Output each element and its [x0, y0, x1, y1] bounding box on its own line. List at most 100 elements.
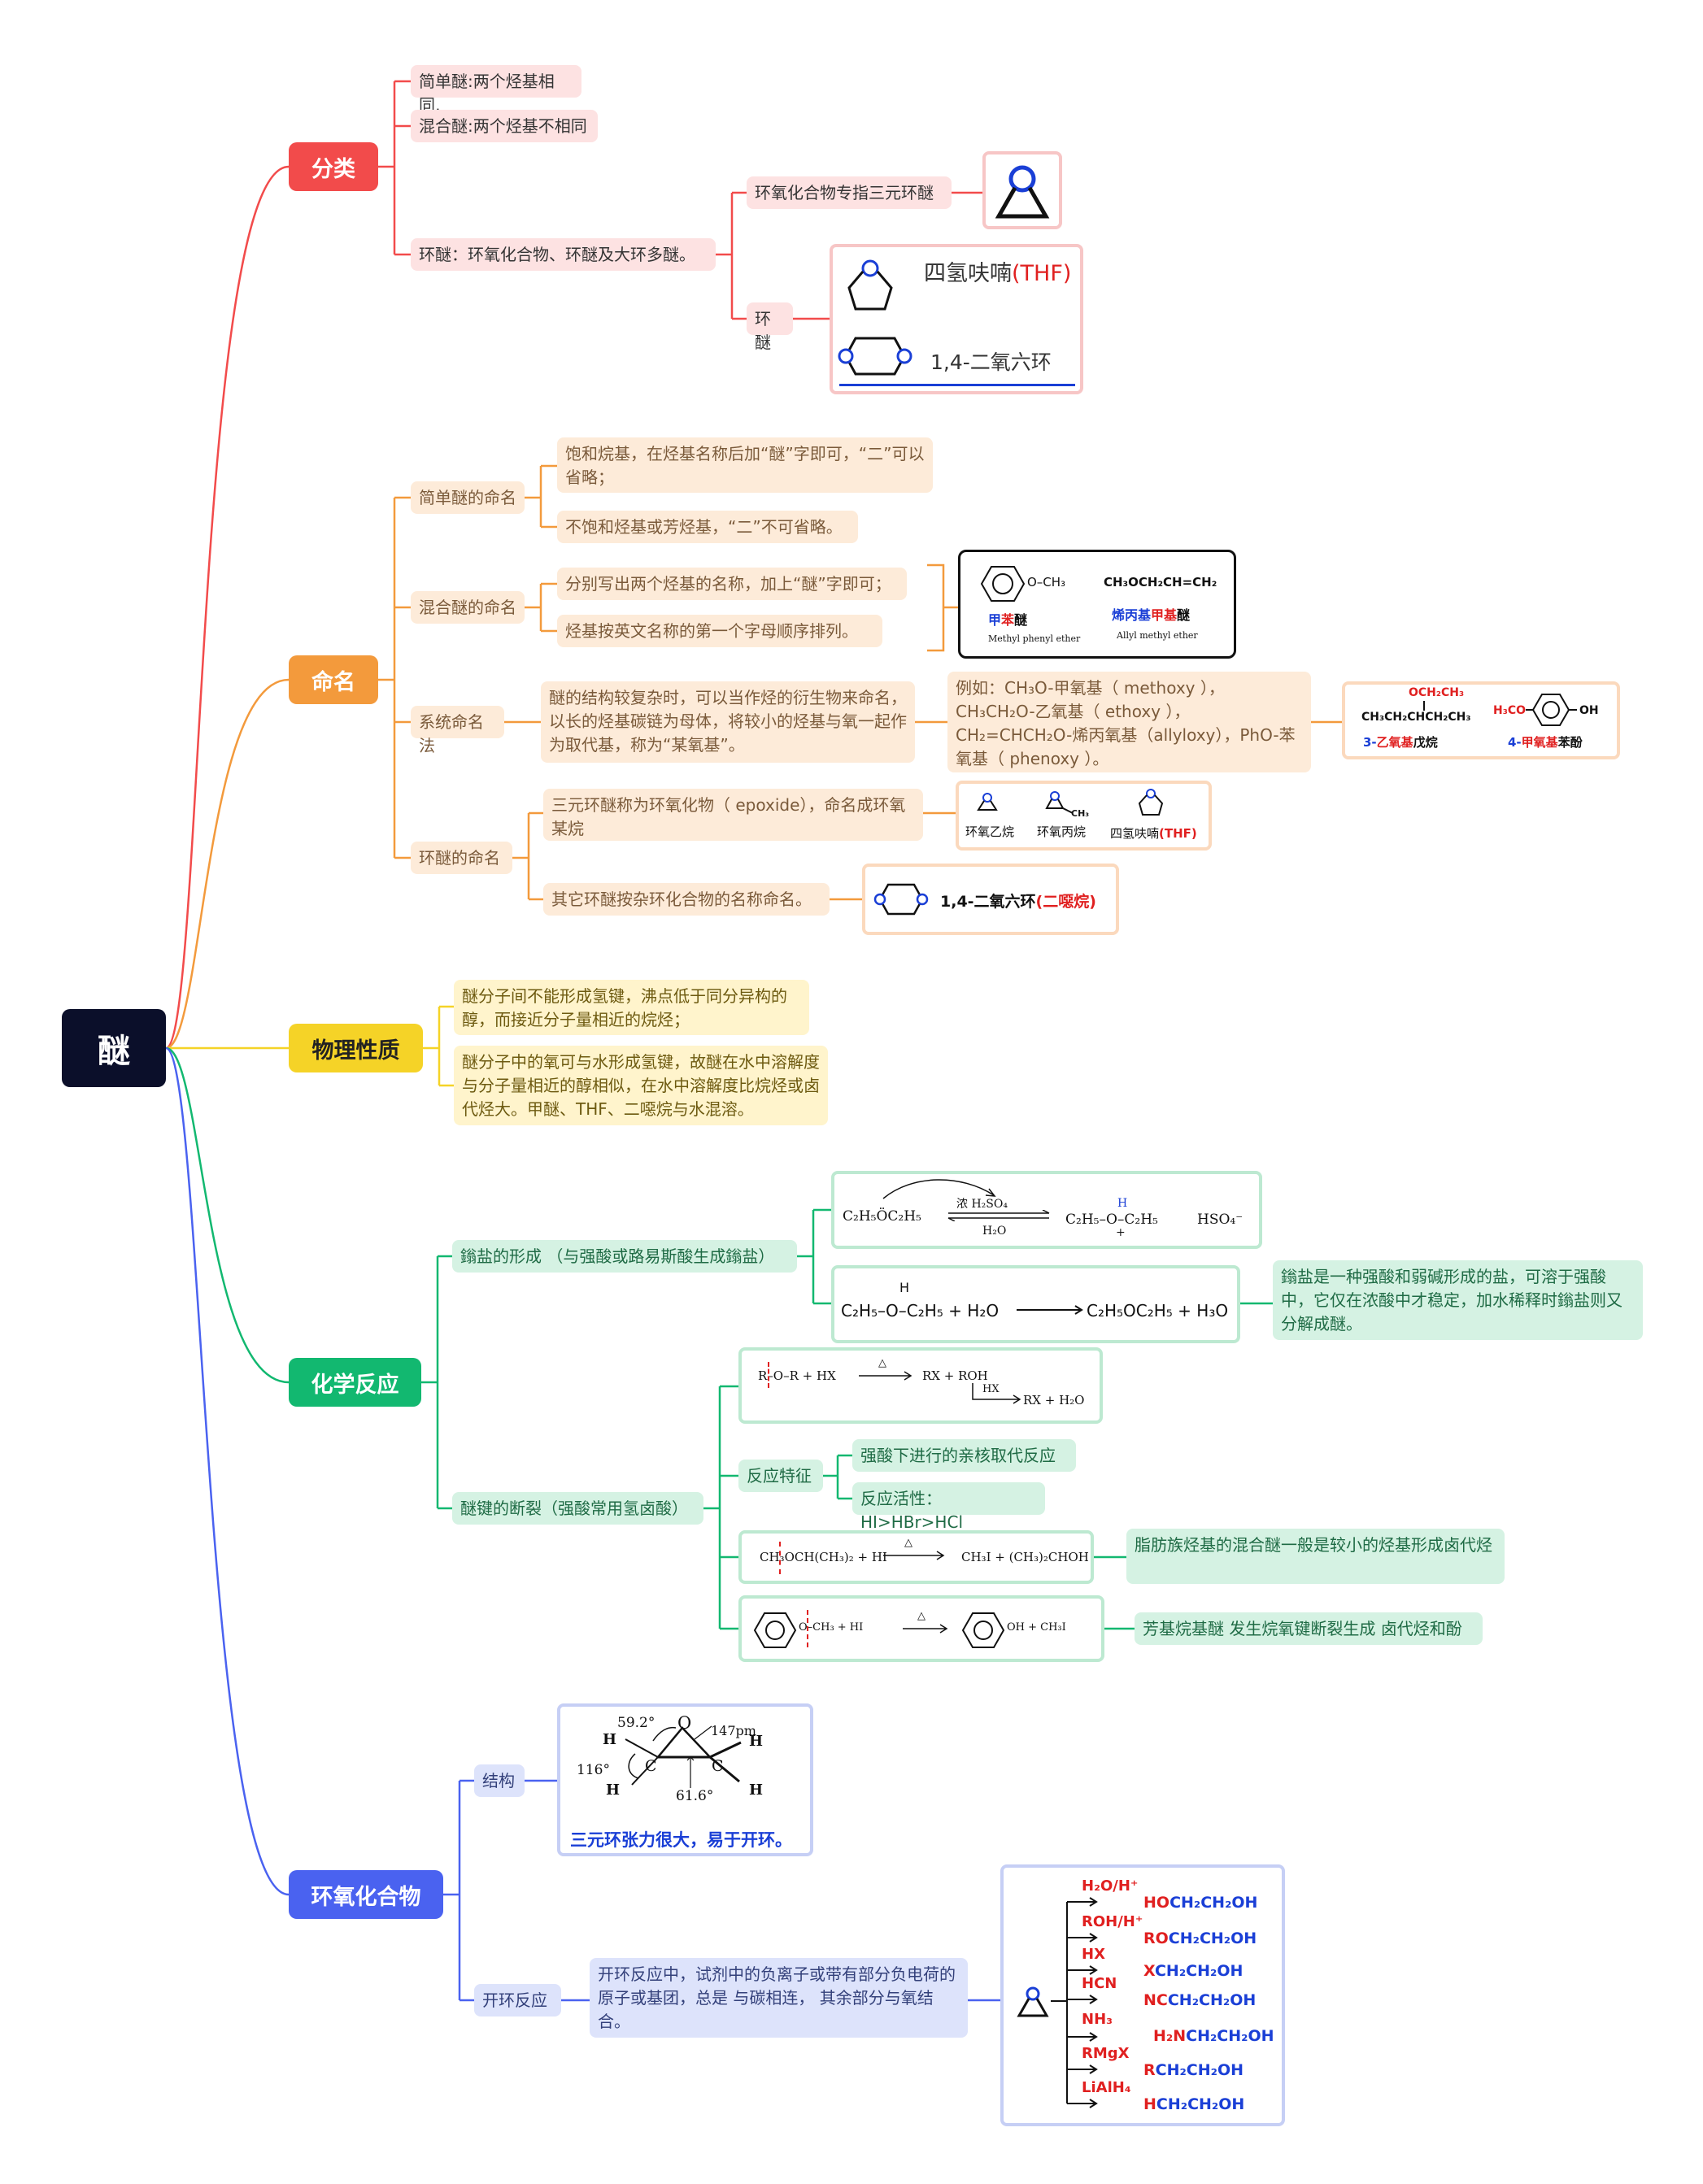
ring-opening-rule[interactable]: 开环反应中，试剂中的负离子或带有部分负电荷的原子或基团，总是 与碳相连， 其余部…	[590, 1958, 968, 2038]
epoxide-geometry-box: 59.2° O 147pm H H 116° C C H H 61.6° 三元环…	[557, 1703, 813, 1856]
cleavage-feature-1[interactable]: 强酸下进行的亲核取代反应	[852, 1439, 1076, 1472]
naming-mixed-rule-2[interactable]: 烃基按英文名称的第一个字母顺序排列。	[557, 615, 882, 647]
ethylene-oxide-icon	[1017, 1986, 1049, 2017]
eq2-right: C₂H₅OC₂H₅ + H₃O	[1087, 1301, 1229, 1320]
product-formula: ROCH₂CH₂OH	[1143, 1929, 1257, 1947]
system-naming-examples-box: OCH₂CH₃ CH₃CH₂CHCH₂CH₃ 3-乙氧基戊烷 H₃CO OH 4…	[1342, 681, 1620, 759]
oxonium-equation-1-box: C₂H₅ÖC₂H₅ 浓 H₂SO₄ H₂O H C₂H₅–O–C₂H₅ + HS…	[831, 1171, 1262, 1249]
branch-arrows-icon	[1051, 1897, 1098, 2108]
reagent-label: H₂O/H⁺	[1082, 1877, 1139, 1895]
thf-abbr: (THF)	[1012, 261, 1072, 286]
ex1-name-phenyl: 苯	[1001, 612, 1015, 628]
category-epoxide[interactable]: 环氧化合物	[289, 1870, 443, 1919]
classify-cyclic-ether-sub[interactable]: 环醚	[747, 302, 793, 352]
product-backbone: CH₂CH₂OH	[1168, 1929, 1257, 1947]
product-prefix: H	[1143, 2095, 1156, 2113]
physical-solubility[interactable]: 醚分子中的氧可与水形成氢键，故醚在水中溶解度与分子量相近的醇相似，在水中溶解度比…	[454, 1046, 828, 1125]
reagent-label: ROH/H⁺	[1082, 1913, 1143, 1930]
cyc-ex3-name: 四氢呋喃	[1110, 826, 1160, 841]
oxonium-equation-2-box: H C₂H₅–O–C₂H₅ + H₂O C₂H₅OC₂H₅ + H₃O	[831, 1265, 1240, 1343]
cleavage-aryl-note[interactable]: 芳基烷基醚 发生烷氧键断裂生成 卤代烃和酚	[1135, 1612, 1483, 1645]
atom-h-1: H	[603, 1731, 617, 1748]
step-arrow-icon	[972, 1383, 1021, 1404]
naming-simple-label[interactable]: 简单醚的命名	[411, 481, 525, 514]
atom-oxygen: O	[677, 1713, 692, 1733]
cl-eq3-heat: △	[917, 1610, 926, 1622]
bond-length: 147pm	[711, 1723, 756, 1738]
product-prefix: HO	[1143, 1894, 1170, 1912]
thf-ring-icon	[847, 259, 893, 311]
cleavage-feature-2[interactable]: 反应活性：HI>HBr>HCl	[852, 1482, 1045, 1532]
category-classify[interactable]: 分类	[289, 142, 378, 191]
eq2-left: C₂H₅–O–C₂H₅ + H₂O	[841, 1301, 1000, 1320]
classify-epoxide-note[interactable]: 环氧化合物专指三元环醚	[747, 176, 952, 209]
propylene-oxide-icon	[1045, 791, 1074, 814]
eq1-condition-bottom: H₂O	[982, 1225, 1007, 1238]
cleavage-feature-label[interactable]: 反应特征	[738, 1460, 823, 1492]
cleavage-equation-3-box: O–CH₃ + HI △ OH + CH₃I	[738, 1595, 1104, 1662]
product-formula: HOCH₂CH₂OH	[1143, 1894, 1257, 1912]
bond-line	[1423, 701, 1425, 711]
atom-h-3: H	[606, 1782, 621, 1799]
cl-eq1-right: RX + ROH	[922, 1368, 988, 1383]
ex1-name-methyl: 甲	[988, 612, 1002, 628]
product-prefix: H₂N	[1153, 2027, 1187, 2045]
naming-simple-rule-2[interactable]: 不饱和烃基或芳烃基，“二”不可省略。	[557, 511, 858, 543]
reaction-oxonium-label[interactable]: 鎓盐的形成 （与强酸或路易斯酸生成鎓盐）	[452, 1240, 797, 1273]
cleavage-aliphatic-note[interactable]: 脂肪族烃基的混合醚一般是较小的烃基形成卤代烃	[1126, 1529, 1505, 1584]
angle-coc: 59.2°	[617, 1715, 656, 1731]
classify-mixed-ether[interactable]: 混合醚:两个烃基不相同	[411, 110, 598, 142]
cleavage-mark	[807, 1610, 808, 1647]
electron-arrow-icon	[882, 1179, 996, 1199]
oxonium-stability-note[interactable]: 鎓盐是一种强酸和弱碱形成的盐，可溶于强酸中，它仅在浓酸中才稳定，加水稀释时鎓盐则…	[1273, 1260, 1643, 1340]
sys-ex2-right: OH	[1579, 704, 1599, 717]
ex1-formula: O–CH₃	[1027, 575, 1066, 590]
dioxane-naming-box: 1,4-二氧六环(二噁烷)	[862, 864, 1119, 935]
angle-cco: 61.6°	[676, 1788, 714, 1804]
product-prefix: RO	[1143, 1929, 1169, 1947]
sys-ex1-name-pentane: 戊烷	[1413, 735, 1438, 750]
naming-cyclic-rule-2[interactable]: 其它环醚按杂环化合物的名称命名。	[543, 883, 830, 916]
naming-simple-rule-1[interactable]: 饱和烷基，在烃基名称后加“醚”字即可，“二”可以省略；	[557, 437, 933, 493]
benzene-ring-icon	[753, 1612, 797, 1648]
classify-cyclic-ether[interactable]: 环醚：环氧化合物、环醚及大环多醚。	[411, 238, 716, 271]
classify-simple-ether[interactable]: 简单醚:两个烃基相同,	[411, 65, 581, 115]
ex2-formula: CH₃OCH₂CH=CH₂	[1104, 575, 1217, 590]
sys-ex1-name-ethoxy: 乙氧基	[1376, 735, 1413, 750]
reagent-label: HX	[1082, 1946, 1105, 1963]
naming-mixed-rule-1[interactable]: 分别写出两个烃基的名称，加上“醚”字即可；	[557, 568, 907, 600]
ex2-name-methyl: 甲基	[1151, 607, 1178, 623]
naming-cyclic-rule-1[interactable]: 三元环醚称为环氧化物（ epoxide），命名成环氧某烷	[543, 789, 923, 841]
eq1-condition-top: 浓 H₂SO₄	[956, 1198, 1008, 1211]
category-physical[interactable]: 物理性质	[289, 1024, 423, 1072]
atom-carbon-2: C	[712, 1757, 724, 1775]
phenol-ring-icon	[1526, 694, 1577, 726]
product-backbone: CH₂CH₂OH	[1154, 1962, 1243, 1980]
product-prefix: NC	[1143, 1991, 1168, 2009]
physical-boiling-point[interactable]: 醚分子间不能形成氢键，沸点低于同分异构的醇，而接近分子量相近的烷烃；	[454, 980, 809, 1035]
naming-cyclic-label[interactable]: 环醚的命名	[411, 842, 512, 874]
atom-h-4: H	[749, 1782, 764, 1799]
dioxane-label: 1,4-二氧六环	[930, 350, 1052, 374]
product-formula: HCH₂CH₂OH	[1143, 2095, 1244, 2113]
category-naming[interactable]: 命名	[289, 655, 378, 704]
cl-eq1-final: RX + H₂O	[1023, 1393, 1085, 1407]
reagent-label: HCN	[1082, 1975, 1117, 1992]
naming-system-example[interactable]: 例如：CH₃O-甲氧基（ methoxy ），CH₃CH₂O-乙氧基（ etho…	[947, 672, 1311, 772]
naming-system-label[interactable]: 系统命名法	[411, 706, 504, 755]
cl-eq1-step-reagent: HX	[982, 1383, 1000, 1395]
category-reaction[interactable]: 化学反应	[289, 1358, 421, 1407]
mixed-ether-examples-box: O–CH₃ 甲苯醚 Methyl phenyl ether CH₃OCH₂CH=…	[958, 550, 1236, 659]
naming-mixed-label[interactable]: 混合醚的命名	[411, 591, 525, 624]
epoxide-structure-label[interactable]: 结构	[474, 1764, 525, 1797]
angle-hch: 116°	[577, 1762, 610, 1778]
epoxide-ring-opening-label[interactable]: 开环反应	[474, 1984, 561, 2017]
dioxane-small-icon	[873, 883, 929, 916]
reaction-cleavage-label[interactable]: 醚键的断裂（强酸常用氢卤酸）	[452, 1492, 703, 1525]
root-node[interactable]: 醚	[62, 1009, 166, 1087]
naming-system-rule[interactable]: 醚的结构较复杂时，可以当作烃的衍生物来命名，以长的烃基碳链为母体，将较小的烃基与…	[541, 681, 915, 763]
product-backbone: CH₂CH₂OH	[1186, 2027, 1274, 2045]
cyc-ex2-sub: CH₃	[1071, 808, 1090, 819]
